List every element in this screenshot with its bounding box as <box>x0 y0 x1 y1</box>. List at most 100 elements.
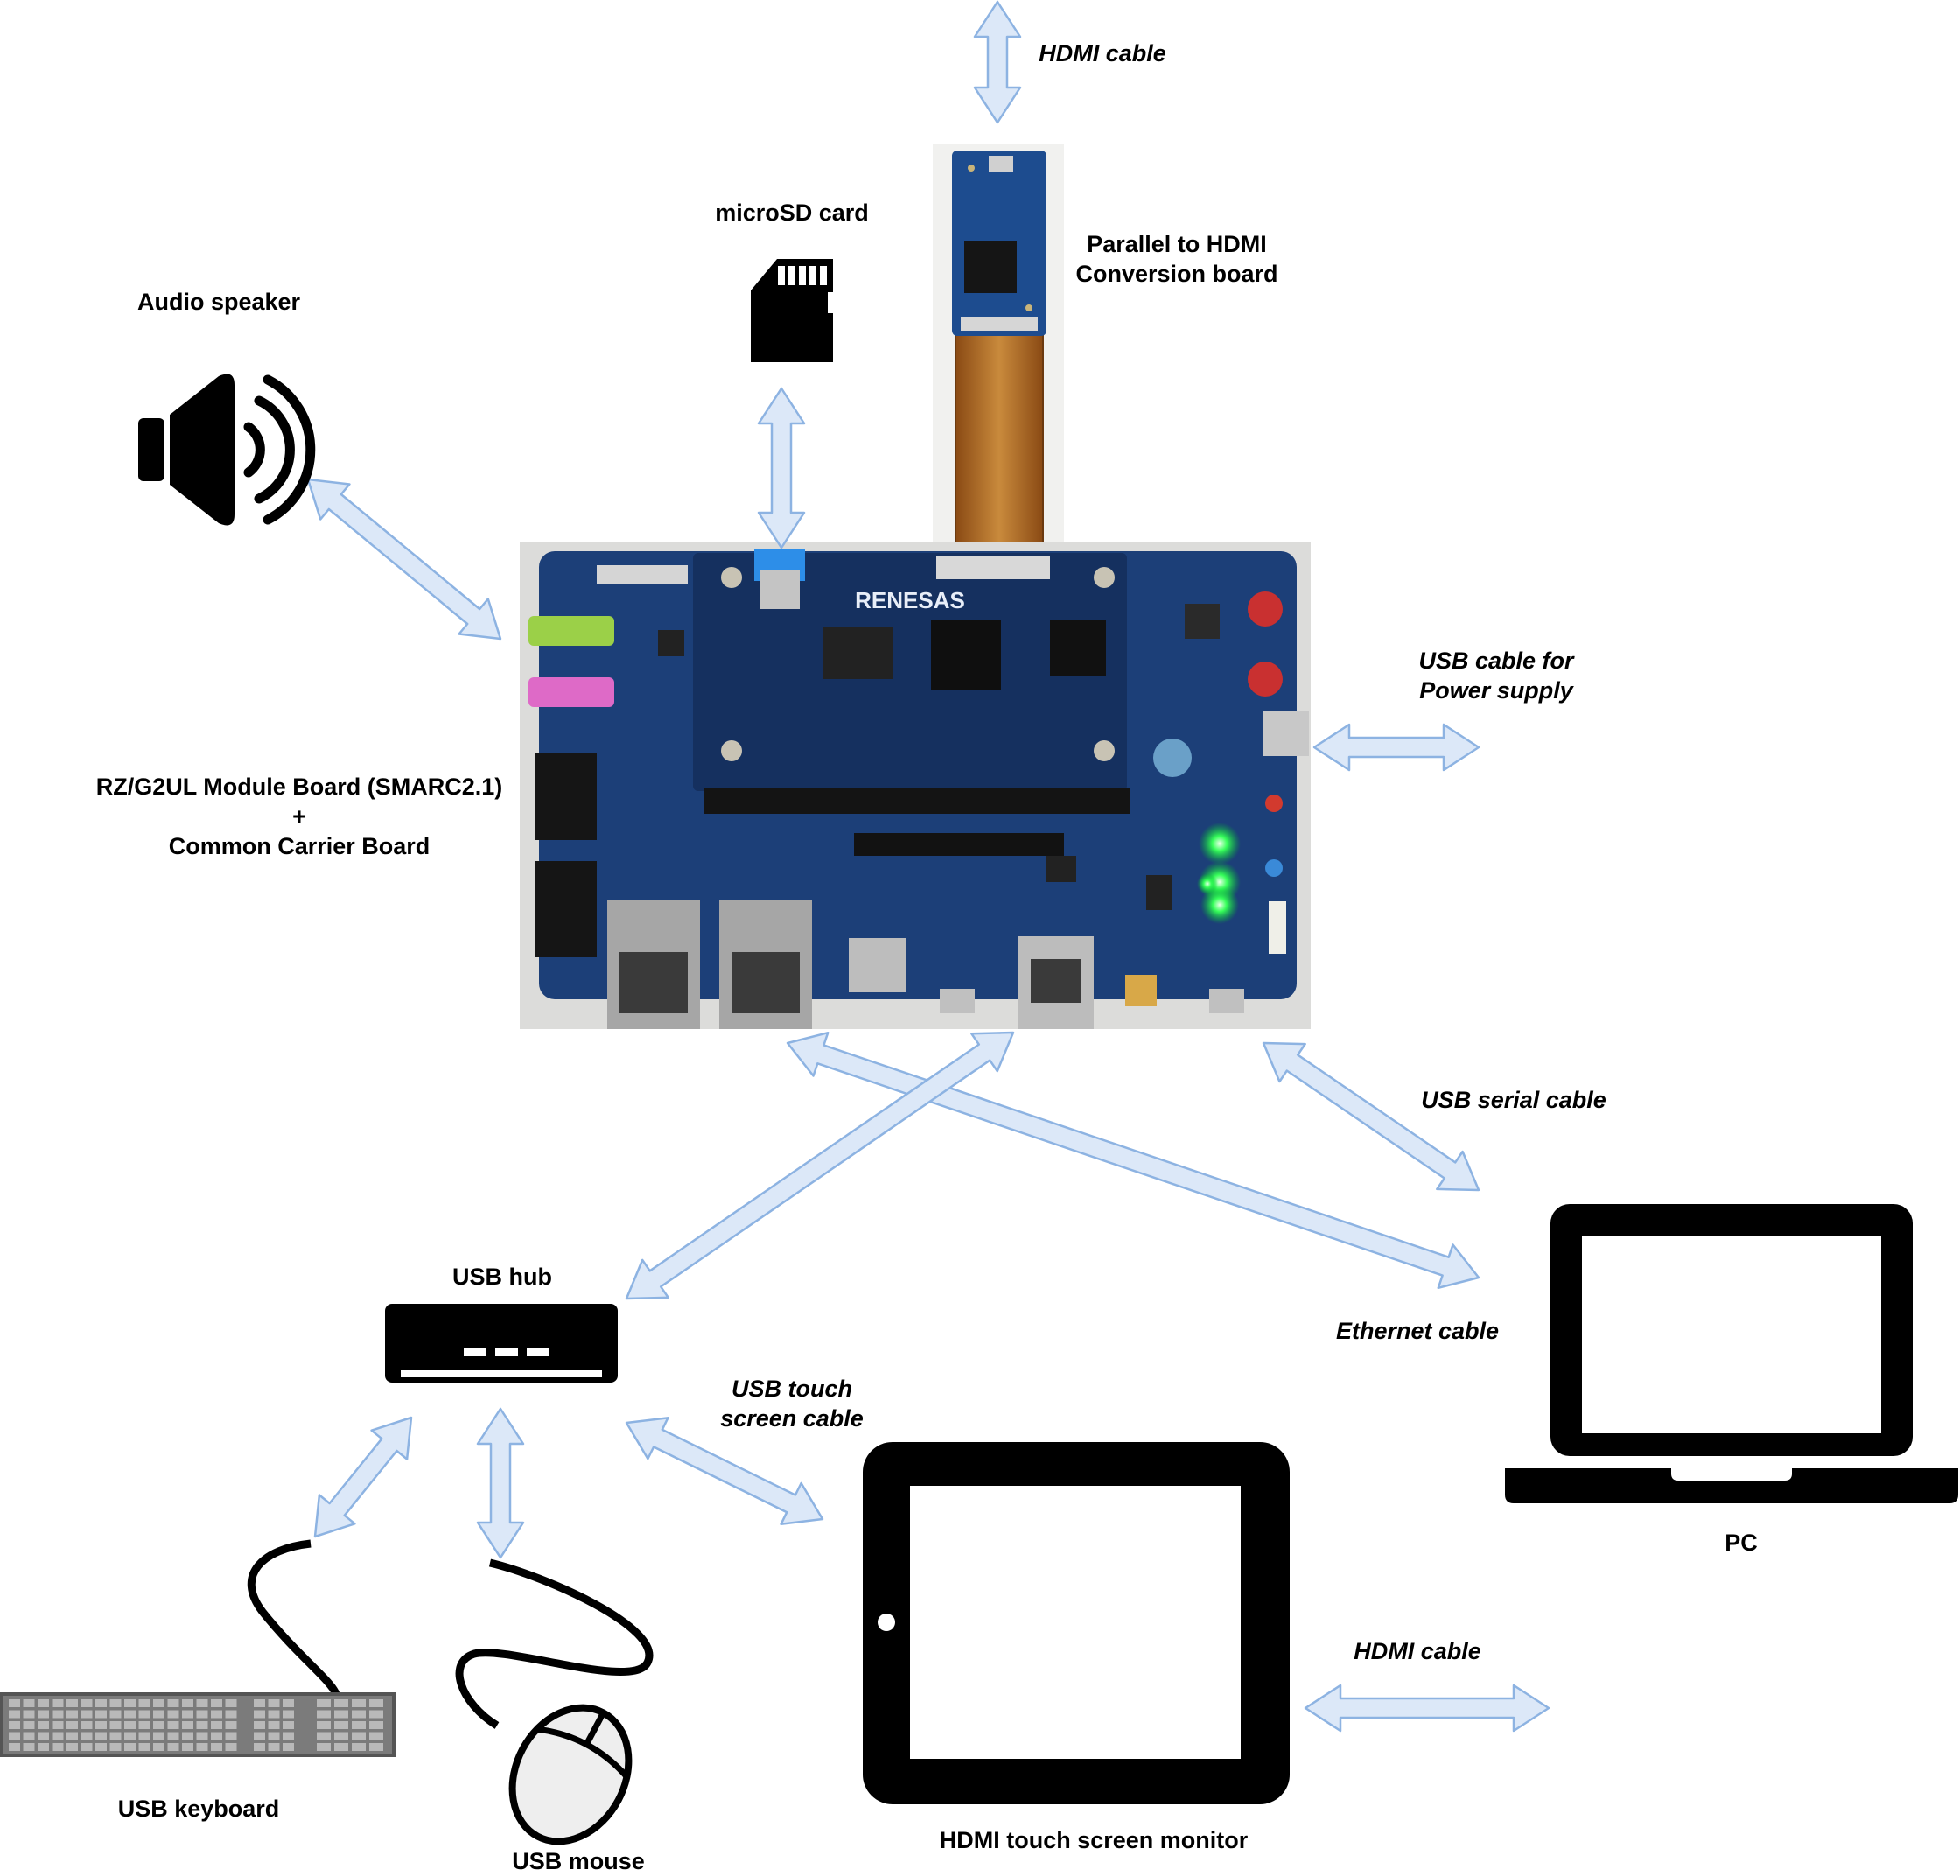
keyboard-key <box>9 1732 20 1740</box>
keyboard-key <box>38 1743 49 1751</box>
keyboard-key <box>109 1743 122 1751</box>
keyboard-key <box>254 1743 265 1751</box>
keyboard-key <box>268 1710 280 1718</box>
keyboard-key <box>352 1721 366 1729</box>
keyboard-key <box>109 1732 122 1740</box>
keyboard-key <box>52 1699 64 1707</box>
keyboard-key <box>283 1699 294 1707</box>
keyboard-key <box>196 1710 208 1718</box>
usb-serial-cable-label: USB serial cable <box>1421 1087 1606 1113</box>
keyboard-key <box>211 1721 222 1729</box>
keyboard-key <box>254 1710 265 1718</box>
keyboard-key <box>211 1732 222 1740</box>
keyboard-key <box>317 1732 331 1740</box>
keyboard-key <box>352 1710 366 1718</box>
keyboard-key <box>334 1710 348 1718</box>
arrow-hdmi-top <box>973 0 1022 124</box>
keyboard-key <box>196 1743 208 1751</box>
keyboard-key <box>153 1721 164 1729</box>
keyboard-key <box>138 1721 150 1729</box>
keyboard-key <box>124 1699 136 1707</box>
keyboard-key <box>268 1721 280 1729</box>
arrow-usb-serial <box>1262 1041 1480 1192</box>
keyboard-key <box>80 1699 93 1707</box>
keyboard-key <box>369 1743 383 1751</box>
keyboard-key <box>283 1721 294 1729</box>
keyboard-key <box>124 1721 136 1729</box>
keyboard-key <box>109 1710 122 1718</box>
keyboard-key <box>52 1743 64 1751</box>
keyboard-key <box>225 1699 237 1707</box>
keyboard-key <box>167 1699 179 1707</box>
keyboard-key <box>254 1721 265 1729</box>
usb-touch-cable-label-line2: screen cable <box>720 1405 864 1432</box>
keyboard-key <box>254 1732 265 1740</box>
keyboard-key <box>225 1732 237 1740</box>
keyboard-key <box>268 1732 280 1740</box>
keyboard-key <box>167 1721 179 1729</box>
keyboard-key <box>182 1699 193 1707</box>
keyboard-key <box>9 1743 20 1751</box>
keyboard-key <box>283 1743 294 1751</box>
board-brand-text: RENESAS <box>855 587 965 613</box>
keyboard-key <box>317 1710 331 1718</box>
keyboard-key <box>23 1732 35 1740</box>
keyboard-key <box>317 1699 331 1707</box>
usb-keyboard-label: USB keyboard <box>117 1796 280 1822</box>
keyboard-key <box>153 1710 164 1718</box>
keyboard-key <box>225 1743 237 1751</box>
keyboard-key <box>283 1732 294 1740</box>
usb-power-cable-label-line1: USB cable for <box>1418 648 1574 674</box>
keyboard-key <box>352 1732 366 1740</box>
keyboard-key <box>95 1710 107 1718</box>
arrow-usb-touch <box>625 1417 824 1525</box>
keyboard-key <box>369 1710 383 1718</box>
conversion-board-photo <box>933 144 1064 566</box>
keyboard-key <box>109 1721 122 1729</box>
usb-power-cable-label: USB cable for Power supply <box>1365 646 1628 705</box>
conversion-board-label-line2: Conversion board <box>1075 261 1278 287</box>
keyboard-key <box>182 1721 193 1729</box>
keyboard-key <box>268 1699 280 1707</box>
keyboard-key <box>52 1710 64 1718</box>
keyboard-key <box>167 1710 179 1718</box>
keyboard-key <box>38 1721 49 1729</box>
keyboard-key <box>23 1699 35 1707</box>
arrow-hub-keyboard <box>313 1416 413 1538</box>
keyboard-key <box>138 1743 150 1751</box>
usb-keyboard-icon <box>0 1539 396 1757</box>
keyboard-key <box>95 1732 107 1740</box>
arrow-usb-power <box>1312 723 1480 772</box>
keyboard-key <box>109 1699 122 1707</box>
keyboard-key <box>95 1721 107 1729</box>
keyboard-key <box>138 1710 150 1718</box>
keyboard-key <box>225 1710 237 1718</box>
keyboard-key <box>95 1743 107 1751</box>
keyboard-key <box>80 1732 93 1740</box>
usb-hub-icon <box>385 1304 618 1382</box>
keyboard-key <box>52 1732 64 1740</box>
usb-power-cable-label-line2: Power supply <box>1419 677 1573 704</box>
arrow-microsd <box>757 387 806 550</box>
keyboard-key <box>352 1699 366 1707</box>
microsd-card-label: microSD card <box>715 200 869 226</box>
keyboard-key <box>9 1721 20 1729</box>
keyboard-key <box>38 1732 49 1740</box>
keyboard-key <box>80 1721 93 1729</box>
keyboard-key <box>369 1699 383 1707</box>
keyboard-key <box>167 1743 179 1751</box>
keyboard-key <box>283 1710 294 1718</box>
keyboard-key <box>124 1710 136 1718</box>
keyboard-key <box>9 1699 20 1707</box>
keyboard-key <box>211 1743 222 1751</box>
keyboard-key <box>254 1699 265 1707</box>
keyboard-key <box>66 1732 78 1740</box>
keyboard-key <box>23 1710 35 1718</box>
keyboard-key <box>317 1743 331 1751</box>
keyboard-key <box>38 1699 49 1707</box>
keyboard-key <box>23 1721 35 1729</box>
connection-arrows <box>306 0 1550 1732</box>
ethernet-cable-label: Ethernet cable <box>1335 1318 1500 1344</box>
arrow-hub-mouse <box>476 1407 525 1559</box>
keyboard-key <box>334 1732 348 1740</box>
